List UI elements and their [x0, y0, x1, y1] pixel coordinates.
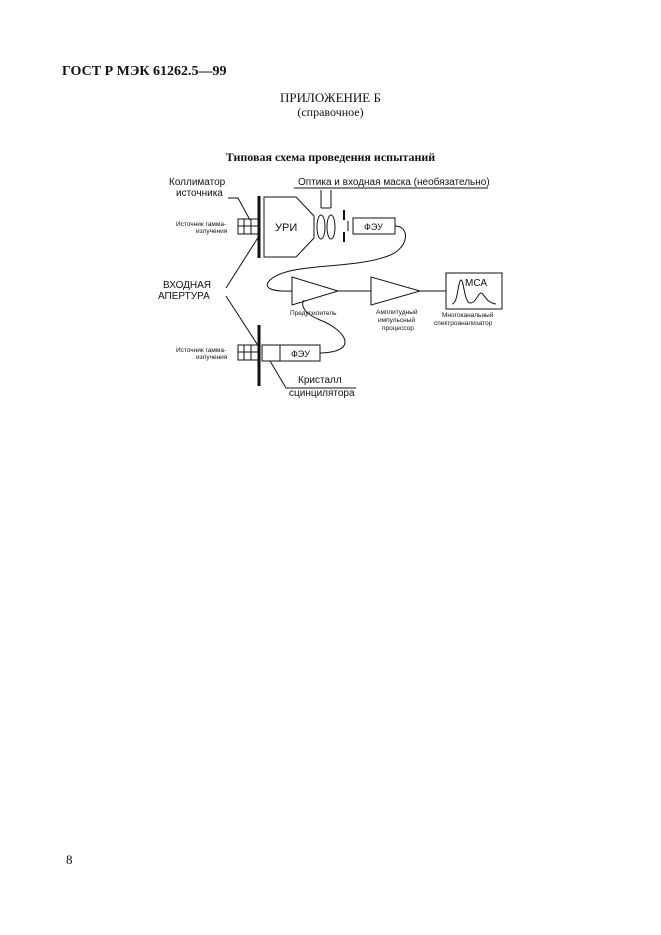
mca-spectrum-icon	[451, 279, 497, 305]
aperture-leader-top	[225, 235, 260, 289]
crystal-label-2: сцинцилятора	[289, 388, 355, 399]
pmt-bottom-label: ФЭУ	[291, 349, 310, 359]
crystal-leader	[269, 360, 356, 389]
appendix-subtitle: (справочное)	[297, 105, 364, 119]
preamp-label: Предусилитель	[290, 310, 337, 317]
aperture-label-1: ВХОДНАЯ	[163, 280, 211, 291]
signal-cable-bottom	[302, 299, 346, 354]
source-bottom-label-1: Источник гамма-	[176, 347, 226, 354]
page-number: 8	[66, 852, 73, 867]
mca-box	[445, 272, 503, 310]
preamp-symbol	[291, 276, 340, 306]
amplifier-label-3: процессор	[382, 325, 414, 332]
mca-desc-1: Многоканальный	[442, 311, 494, 319]
appendix-title: ПРИЛОЖЕНИЕ Б	[280, 90, 381, 105]
amplifier-label-2: импульсный	[378, 316, 415, 324]
figure-title: Типовая схема проведения испытаний	[225, 150, 436, 164]
amplifier-symbol	[370, 276, 422, 306]
optics-lens	[316, 214, 326, 240]
uri-device	[263, 196, 315, 258]
mca-label: МСА	[465, 278, 487, 289]
uri-label: УРИ	[275, 222, 297, 234]
source-top-label-2: излучения	[196, 228, 228, 235]
aperture-label-2: АПЕРТУРА	[158, 291, 210, 302]
source-top-label-1: Источник гамма-	[176, 221, 226, 228]
optics-leader	[320, 190, 332, 209]
pmt-top-label: ФЭУ	[364, 222, 383, 232]
scintillator-crystal	[261, 344, 281, 362]
aperture-leader-bottom	[225, 295, 260, 348]
optics-label: Оптика и входная маска (необязательно)	[298, 176, 490, 188]
crystal-label-1: Кристалл	[298, 375, 342, 386]
optics-lens	[326, 214, 336, 240]
amplifier-label-1: Амплитудный	[376, 308, 418, 316]
source-bottom-label-2: излучения	[196, 354, 228, 361]
signal-cable-top	[266, 225, 406, 292]
collimator-leader	[228, 197, 251, 221]
document-header: ГОСТ Р МЭК 61262.5—99	[62, 64, 227, 79]
collimator-label-2: источника	[176, 188, 223, 199]
collimator-label-1: Коллиматор	[169, 177, 226, 188]
mca-desc-2: спектроанализатор	[434, 320, 493, 327]
